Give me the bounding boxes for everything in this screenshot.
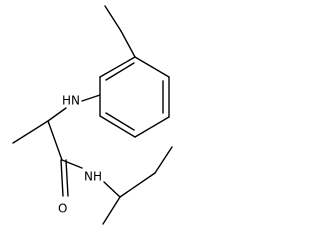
bond-ring-4 — [134, 116, 170, 138]
bond-ethyl-ch3 — [104, 5, 122, 32]
bond-carbonyl-1 — [60, 159, 64, 197]
molecule-structure: HN O NH — [12, 5, 173, 225]
amide-nh-label: NH — [84, 170, 102, 184]
bond-ring-nh — [81, 94, 101, 102]
bond-ch-ch2 — [119, 172, 156, 198]
bond-ethyl-ch2 — [120, 30, 136, 58]
bond-ring-1 — [99, 56, 136, 78]
bond-ch2-ch3 — [154, 146, 173, 174]
bond-nh-ch — [103, 181, 121, 198]
bond-nh-alpha — [47, 107, 67, 122]
bond-alpha-methyl — [12, 120, 49, 144]
bond-ring-6 — [134, 56, 170, 78]
bond-ring-double-b — [105, 112, 135, 131]
bond-carbonyl-nh — [61, 159, 83, 169]
carbonyl-o-label: O — [58, 202, 67, 216]
bond-ch-methyl — [102, 196, 121, 225]
bond-ring-double-a — [105, 62, 135, 81]
bond-carbonyl-2 — [65, 159, 69, 197]
bond-alpha-carbonyl — [47, 120, 63, 161]
amine-nh-label: HN — [62, 94, 80, 108]
bond-ring-3 — [99, 115, 136, 138]
structure-canvas: HN O NH — [12, 5, 173, 225]
